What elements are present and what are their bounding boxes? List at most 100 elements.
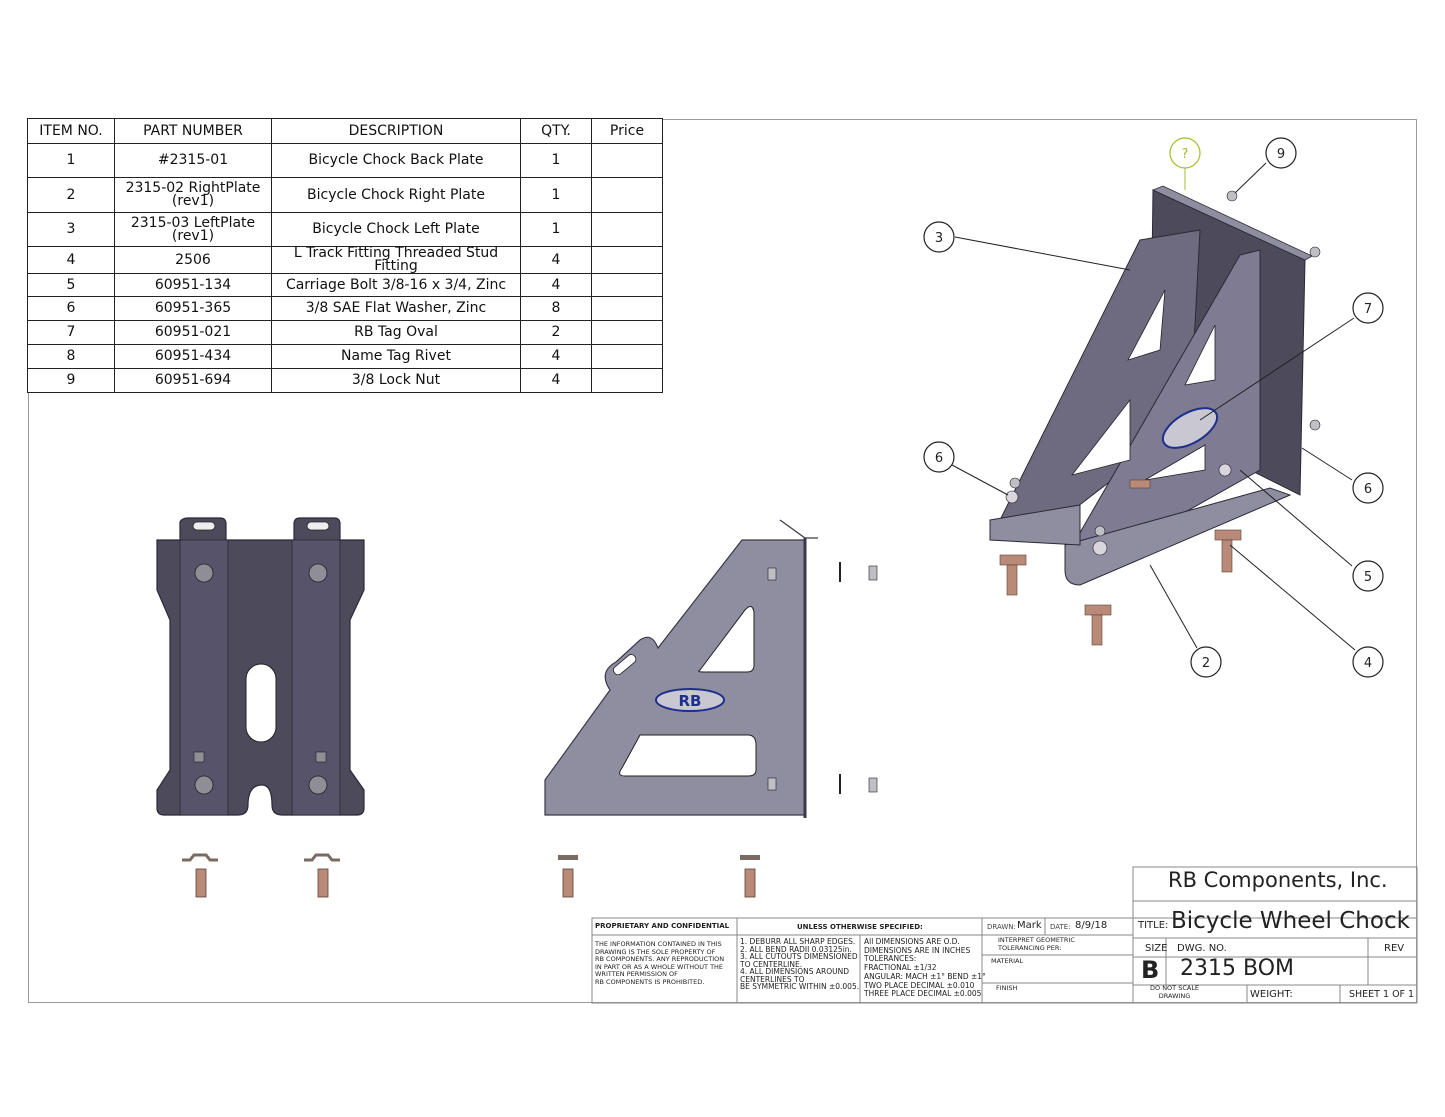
- bom-cell-desc: L Track Fitting Threaded Stud Fitting: [271, 246, 521, 274]
- left-plate-edge: [179, 539, 229, 816]
- nut: [868, 565, 878, 581]
- bolt-head: [194, 775, 214, 795]
- iso-cutout: [1127, 289, 1166, 361]
- bom-cell-desc: Name Tag Rivet: [271, 344, 521, 369]
- slot-right: [306, 521, 330, 531]
- top-flange: [779, 519, 818, 539]
- balloon: 2: [1190, 646, 1222, 678]
- center-slot: [245, 663, 277, 743]
- date-label: DATE:: [1050, 923, 1071, 931]
- side-view: RB: [544, 519, 878, 898]
- bom-cell-part: #2315-01: [114, 143, 272, 178]
- track-fitting: [740, 855, 760, 860]
- sheet-number: SHEET 1 OF 1: [1349, 989, 1415, 1000]
- bom-cell-desc: Carriage Bolt 3/8-16 x 3/4, Zinc: [271, 273, 521, 297]
- bom-cell-qty: 4: [520, 368, 592, 393]
- front-view: [156, 517, 365, 898]
- bom-cell-item: 3: [27, 212, 115, 247]
- stud: [195, 868, 207, 898]
- iso-stud: [1221, 539, 1233, 573]
- bolt: [767, 567, 777, 581]
- side-slot: [613, 654, 637, 676]
- general-notes: 1. DEBURR ALL SHARP EDGES. 2. ALL BEND R…: [740, 937, 860, 991]
- bolt: [767, 777, 777, 791]
- proprietary-heading: PROPRIETARY AND CONFIDENTIAL: [595, 922, 730, 930]
- sheet-size: B: [1141, 956, 1160, 984]
- nut: [193, 751, 205, 763]
- bom-cell-part: 60951-365: [114, 296, 272, 321]
- bom-cell-price: [591, 212, 663, 247]
- balloon: 9: [1265, 137, 1297, 169]
- balloon-label: 2: [1202, 656, 1210, 671]
- iso-stud: [1006, 564, 1018, 596]
- balloon-label: 7: [1364, 302, 1372, 317]
- dwg-no-label: DWG. NO.: [1177, 943, 1227, 954]
- bom-cell-price: [591, 143, 663, 178]
- iso-washer: [1218, 463, 1232, 477]
- iso-cutout: [1184, 324, 1216, 386]
- bolt-head: [308, 775, 328, 795]
- bom-header-desc: DESCRIPTION: [271, 118, 521, 144]
- leader-lines: [951, 162, 1356, 651]
- bom-cell-qty: 8: [520, 296, 592, 321]
- iso-base-right: [1064, 487, 1292, 586]
- balloon: 7: [1352, 292, 1384, 324]
- balloon: 5: [1352, 560, 1384, 592]
- isometric-view: [951, 162, 1356, 651]
- right-plate-edge: [291, 539, 341, 816]
- balloon-label: 9: [1277, 147, 1285, 162]
- iso-track-fitting: [1129, 479, 1151, 489]
- bom-table: ITEM NO. PART NUMBER DESCRIPTION QTY. Pr…: [27, 118, 663, 393]
- bom-cell-desc: Bicycle Chock Left Plate: [271, 212, 521, 247]
- balloon: 3: [923, 221, 955, 253]
- rev-label: REV: [1384, 943, 1405, 954]
- balloon-label: 3: [935, 231, 943, 246]
- iso-nut: [1009, 477, 1021, 489]
- bom-cell-item: 9: [27, 368, 115, 393]
- iso-track-fitting: [999, 554, 1027, 566]
- iso-nut: [1226, 190, 1238, 202]
- material-label: MATERIAL: [991, 957, 1024, 965]
- triangle-cutout: [698, 606, 755, 673]
- bom-cell-qty: 4: [520, 246, 592, 274]
- bom-cell-desc: Bicycle Chock Right Plate: [271, 177, 521, 213]
- bom-cell-part: 60951-021: [114, 320, 272, 345]
- scale-note: DO NOT SCALE DRAWING: [1150, 984, 1200, 1000]
- weight-label: WEIGHT:: [1250, 989, 1293, 1000]
- iso-washer: [1092, 540, 1108, 556]
- stud: [562, 868, 574, 898]
- bom-cell-item: 7: [27, 320, 115, 345]
- trapezoid-cutout: [619, 734, 757, 777]
- drawing-title: Bicycle Wheel Chock: [1171, 908, 1410, 934]
- bom-cell-desc: 3/8 SAE Flat Washer, Zinc: [271, 296, 521, 321]
- rb-tag-text: RB: [679, 692, 702, 710]
- iso-base-left: [989, 504, 1081, 546]
- balloon: ?: [1169, 137, 1201, 169]
- bolt-head: [194, 563, 214, 583]
- slot-left: [192, 521, 216, 531]
- balloon: 6: [1352, 472, 1384, 504]
- bolt-head: [308, 563, 328, 583]
- iso-nut: [1094, 525, 1106, 537]
- balloon: 6: [923, 441, 955, 473]
- balloon-label: 5: [1364, 570, 1372, 585]
- stud: [317, 868, 329, 898]
- company-name: RB Components, Inc.: [1168, 868, 1388, 892]
- iso-washer: [1005, 490, 1019, 504]
- iso-track-fitting: [1084, 604, 1112, 616]
- iso-stud: [1091, 614, 1103, 646]
- stud: [744, 868, 756, 898]
- balloon: 4: [1352, 646, 1384, 678]
- iso-cutout: [1070, 398, 1131, 476]
- nut: [315, 751, 327, 763]
- bom-header-price: Price: [591, 118, 663, 144]
- bom-cell-part: 60951-694: [114, 368, 272, 393]
- balloon-layer: ? 9 3 7 6 6 5 2 4: [923, 137, 1384, 678]
- size-label: SIZE: [1145, 943, 1168, 954]
- bom-cell-item: 1: [27, 143, 115, 178]
